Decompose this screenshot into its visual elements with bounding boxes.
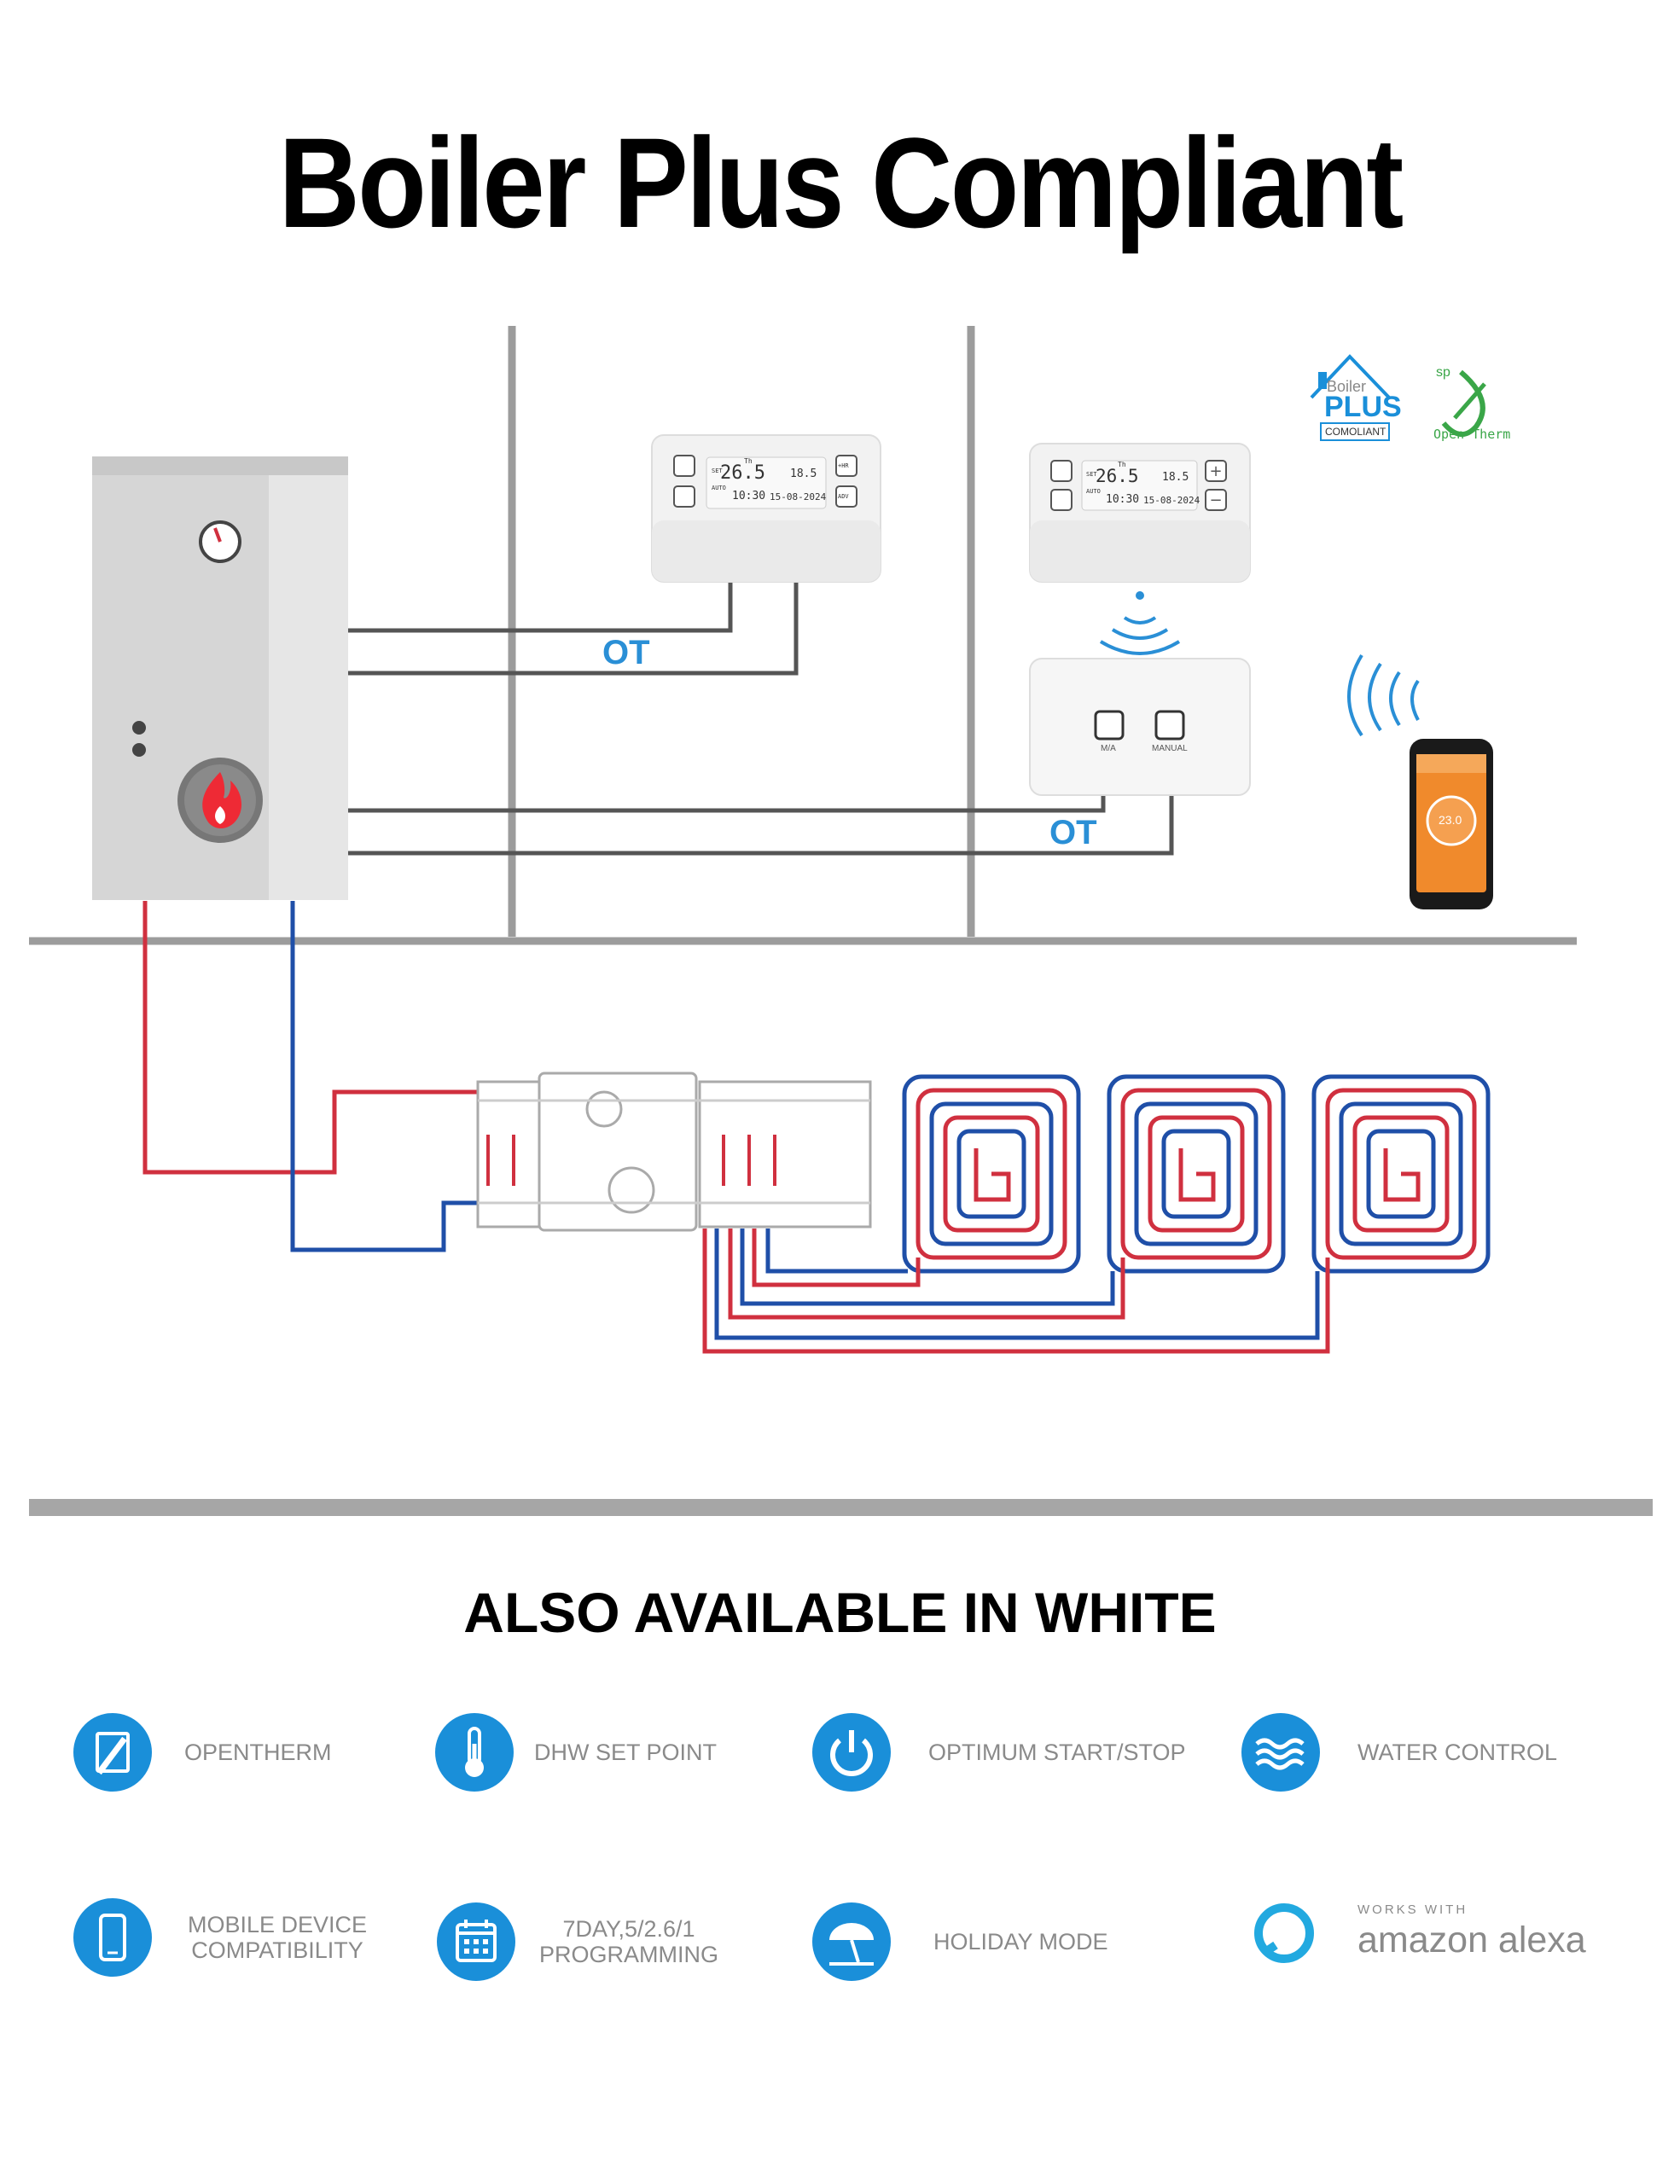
lcd2-date: 15-08-2024 [1143,495,1200,506]
waves-icon [1241,1713,1320,1792]
section-divider [29,1499,1653,1516]
lcd1-set-label: SET [712,468,723,474]
lcd2-set-temp: 26.5 [1096,466,1139,486]
feature-mobile: MOBILE DEVICE COMPATIBILITY [73,1898,432,1984]
lcd1-date: 15-08-2024 [770,491,827,502]
boiler-plus-logo-line2: PLUS [1324,391,1402,423]
feature-label-line1: 7DAY,5/2.6/1 [562,1916,695,1942]
receiver-button1-label: M/A [1101,744,1116,753]
lcd2-room-temp: 18.5 [1162,471,1189,484]
wifi-icon [1347,653,1420,737]
feature-alexa: WORKS WITH amazon alexa [1250,1899,1660,1984]
flame-icon [202,772,242,829]
lcd1-set-temp: 26.5 [720,462,765,484]
page-title: Boiler Plus Compliant [278,111,1404,254]
opentherm-text: Open Therm [1433,427,1511,442]
feature-label: 7DAY,5/2.6/1 PROGRAMMING [539,1902,718,1981]
ot-label-1: OT [602,634,650,671]
feature-label: OPTIMUM START/STOP [928,1740,1186,1765]
thermostat-wired [651,434,881,583]
feature-label: HOLIDAY MODE [933,1929,1108,1955]
receiver-unit [1029,658,1251,796]
feature-label-line2: COMPATIBILITY [191,1937,363,1963]
smartphone [1410,739,1493,909]
also-available-heading: ALSO AVAILABLE IN WHITE [463,1581,1217,1644]
ot-label-2: OT [1049,814,1097,851]
feature-optimum-start: OPTIMUM START/STOP [812,1713,1239,1798]
phone-temp: 23.0 [1439,813,1462,827]
manifold [476,1072,872,1232]
svg-text:+: + [1209,462,1222,480]
boiler-plus-logo-line1: Boiler [1327,378,1367,395]
feature-label: DHW SET POINT [534,1740,718,1765]
wireless-signal-icon [1099,591,1181,655]
feature-label: MOBILE DEVICE COMPATIBILITY [188,1898,367,1977]
feature-label-line2: PROGRAMMING [539,1942,719,1967]
lcd2-day: Th [1118,461,1126,468]
lcd2-set-label: SET [1086,471,1097,478]
thermostat-wireless: + − [1029,443,1251,583]
feature-label: OPENTHERM [184,1740,332,1765]
opentherm-logo [1441,369,1486,437]
boiler [92,456,348,900]
lcd1-time: 10:30 [732,490,766,502]
feature-label-line1: MOBILE DEVICE [188,1912,368,1937]
alexa-brand: amazon alexa [1357,1920,1586,1960]
lcd1-room-temp: 18.5 [790,468,817,480]
feature-dhw-set-point: DHW SET POINT [435,1713,793,1798]
thermometer-icon [435,1713,514,1792]
umbrella-icon [812,1902,891,1981]
feature-label: WATER CONTROL [1357,1740,1557,1765]
pencil-icon [73,1713,152,1792]
lcd2-mode: AUTO [1086,488,1101,495]
alexa-ring-icon [1254,1903,1314,1963]
power-icon [812,1713,891,1792]
pipes [142,901,478,1252]
ot-wiring [346,575,1174,856]
button-hr-label: +HR [838,462,849,469]
feature-programming: 7DAY,5/2.6/1 PROGRAMMING [437,1902,795,1988]
feature-opentherm: OPENTHERM [73,1713,432,1798]
feature-holiday: HOLIDAY MODE [812,1902,1171,1988]
lcd2-time: 10:30 [1106,493,1140,506]
lcd1-day: Th [744,457,753,465]
opentherm-sp: sp [1436,365,1450,380]
boiler-plus-logo [1310,354,1391,441]
receiver-button2-label: MANUAL [1152,744,1188,753]
boiler-plus-logo-line3: COMOLIANT [1325,426,1386,438]
button-adv-label: ADV [838,493,849,500]
calendar-icon [437,1902,515,1981]
lcd1-mode: AUTO [712,485,726,491]
underfloor-loops [702,1074,1491,1354]
phone-icon [73,1898,152,1977]
feature-water-control: WATER CONTROL [1241,1713,1668,1798]
svg-text:−: − [1209,491,1222,509]
alexa-works-with: WORKS WITH [1357,1902,1468,1917]
